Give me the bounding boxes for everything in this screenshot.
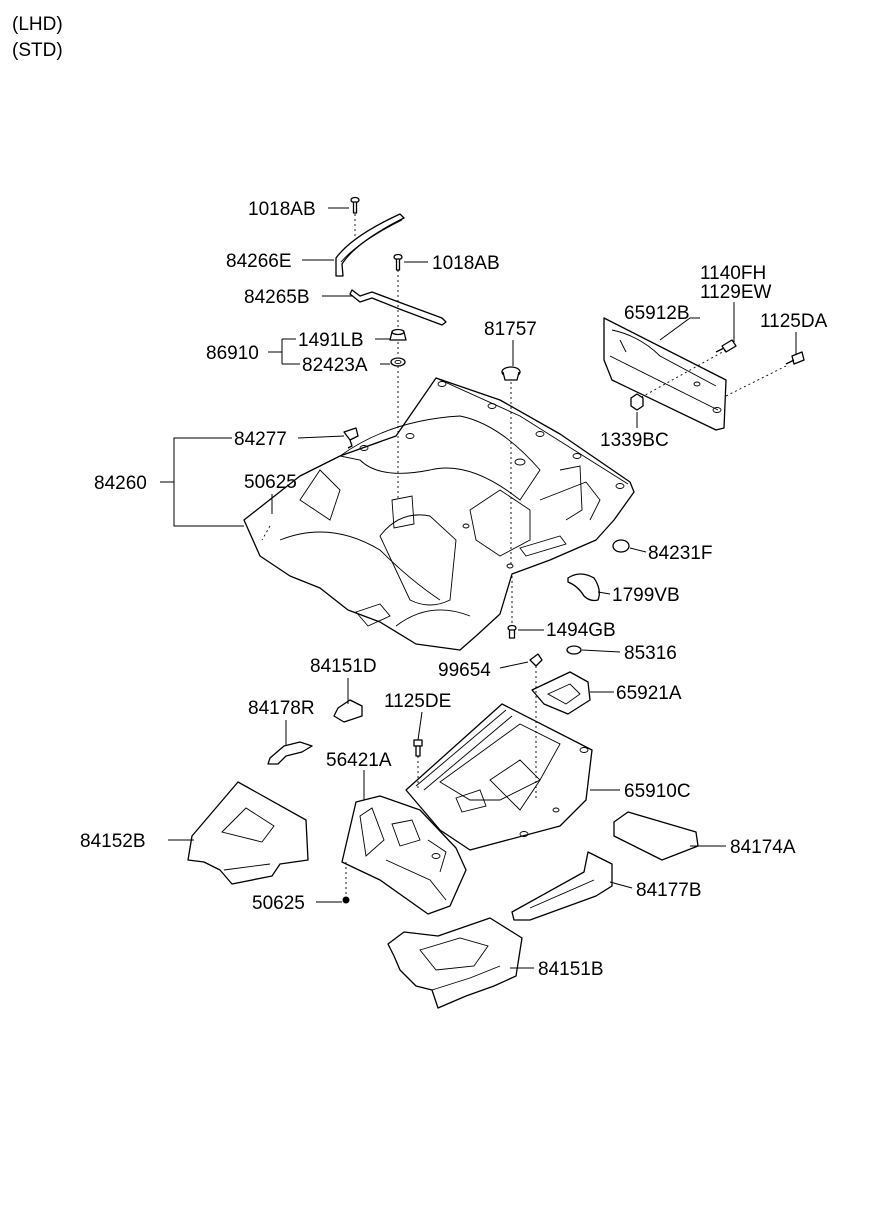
plug-81757 (501, 366, 521, 381)
carpet-84260 (243, 377, 635, 651)
panel-56421a (341, 795, 467, 915)
fastener-1494gb (507, 624, 517, 639)
label-81757: 81757 (484, 319, 537, 340)
label-84266e: 84266E (226, 251, 292, 272)
label-84178r: 84178R (248, 698, 315, 719)
bolt-1140fh (715, 339, 737, 353)
label-56421a: 56421A (326, 750, 392, 771)
clip-99654 (529, 653, 543, 667)
bolt-1125da (785, 351, 805, 365)
cap-85316 (566, 645, 582, 655)
label-84152b: 84152B (80, 831, 146, 852)
label-1799vb: 1799VB (612, 585, 680, 606)
label-84151d: 84151D (310, 656, 377, 677)
mat-84177b (511, 851, 613, 921)
condition-lhd: (LHD) (12, 14, 63, 35)
label-50625-top: 50625 (244, 472, 297, 493)
mat-84174a (613, 811, 699, 861)
label-1125de: 1125DE (384, 691, 451, 712)
label-1339bc: 1339BC (600, 430, 669, 451)
label-82423a: 82423A (302, 355, 368, 376)
label-84260: 84260 (94, 473, 147, 494)
condition-std: (STD) (12, 40, 63, 61)
label-84265b: 84265B (244, 287, 310, 308)
pad-84151d (333, 699, 363, 723)
label-1018ab-mid: 1018AB (432, 253, 500, 274)
band-1799vb (567, 573, 600, 602)
mat-84152b (187, 781, 309, 885)
label-86910: 86910 (206, 343, 259, 364)
ring-84231f (612, 539, 630, 553)
label-1018ab-top: 1018AB (248, 199, 316, 220)
panel-65921a (531, 671, 591, 715)
label-84277: 84277 (234, 429, 287, 450)
insulator-65910c (405, 703, 593, 851)
label-1494gb: 1494GB (546, 620, 616, 641)
grommet-1491lb (389, 328, 407, 341)
label-1129ew: 1129EW (700, 282, 772, 303)
label-84174a: 84174A (730, 837, 796, 858)
clip-50625-bottom (342, 896, 350, 904)
label-65910c: 65910C (624, 781, 691, 802)
leader-lines (160, 207, 797, 969)
label-84231f: 84231F (648, 543, 712, 564)
nut-1339bc (630, 393, 644, 411)
label-65912b: 65912B (624, 303, 690, 324)
part-labels: 1018AB 84266E 1018AB 84265B 1491LB 86910… (80, 199, 828, 980)
label-1140fh: 1140FH (700, 263, 766, 284)
alignment-lines (261, 214, 787, 896)
part-84266e (335, 213, 405, 277)
label-99654: 99654 (438, 660, 491, 681)
label-1491lb: 1491LB (298, 330, 364, 351)
label-84151b: 84151B (538, 959, 604, 980)
label-85316: 85316 (624, 643, 677, 664)
part-84265b (349, 289, 447, 326)
panel-65912b (603, 317, 727, 431)
clip-84277 (343, 427, 359, 449)
mat-84151b (387, 917, 523, 1009)
washer-82423a (390, 357, 406, 367)
fastener-1018ab-mid (393, 253, 403, 271)
label-84177b: 84177B (636, 880, 702, 901)
strip-84178r (267, 741, 313, 765)
label-50625-bottom: 50625 (252, 893, 305, 914)
label-1125da: 1125DA (760, 311, 828, 332)
fastener-1018ab-top (350, 196, 360, 214)
bolt-1125de (413, 739, 423, 757)
label-65921a: 65921A (616, 683, 682, 704)
